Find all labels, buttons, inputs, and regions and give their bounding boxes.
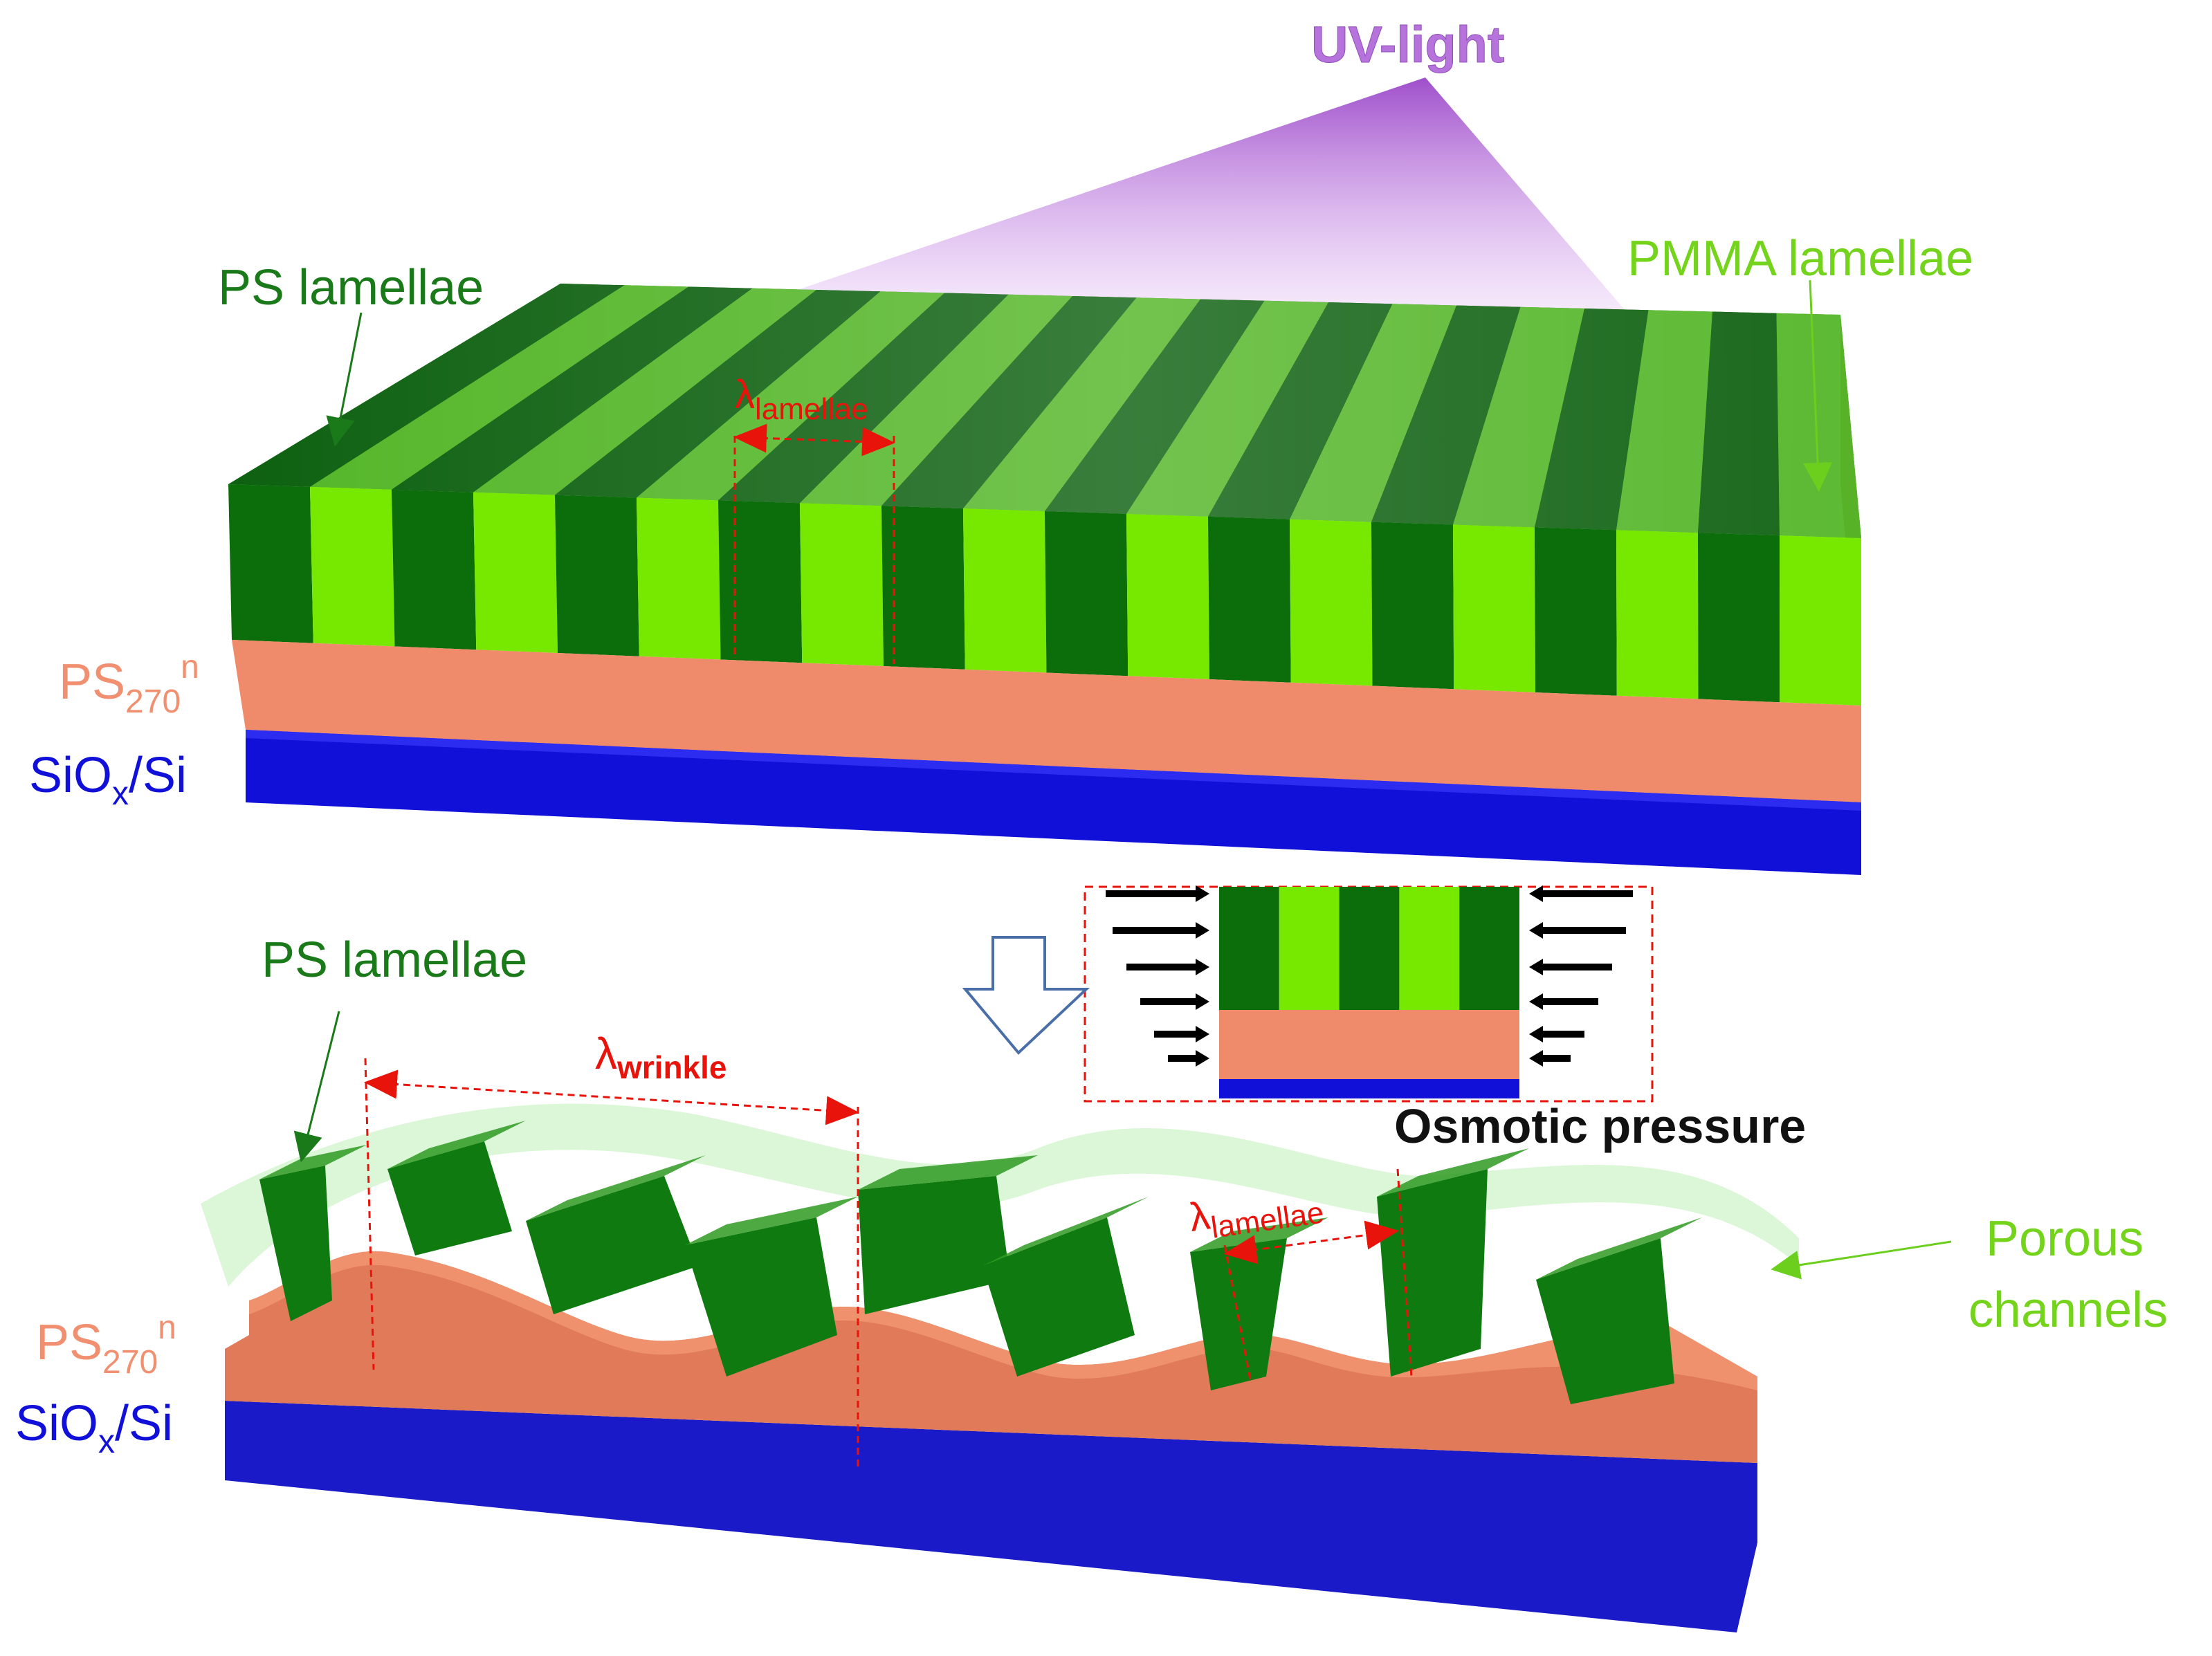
uv-light-beam: [796, 77, 1626, 311]
inset-lamellae: [1219, 887, 1519, 1010]
pressure-arrow-left: [1529, 885, 1633, 902]
sio-bottom-label: SiOx/Si: [15, 1396, 173, 1460]
sio-top-label: SiOx/Si: [29, 748, 187, 812]
porous-channels-label-line2: channels: [1968, 1282, 2168, 1338]
front-lamella: [800, 503, 884, 666]
pressure-arrow-left: [1529, 993, 1598, 1010]
front-lamella: [637, 498, 721, 660]
front-lamella: [963, 508, 1047, 672]
ps-lamellae-top-label: PS lamellae: [218, 260, 484, 315]
osmotic-pressure-label: Osmotic pressure: [1394, 1099, 1806, 1153]
pressure-arrow-right: [1126, 959, 1209, 975]
front-lamella: [1371, 522, 1454, 690]
pressure-arrow-right: [1113, 922, 1209, 939]
lambda-wrinkle-label: λwrinkle: [595, 1029, 727, 1085]
front-lamella: [473, 493, 558, 653]
front-lamella: [1290, 519, 1373, 686]
front-lamella: [1780, 535, 1861, 706]
front-lamella: [228, 484, 313, 643]
inset-lamella: [1459, 887, 1519, 1010]
front-lamella: [1208, 517, 1291, 683]
inset-lamella: [1279, 887, 1340, 1010]
inset-lamella: [1219, 887, 1279, 1010]
osmotic-pressure-inset: [1085, 885, 1652, 1101]
front-lamella: [1045, 511, 1128, 676]
pressure-arrow-right: [1140, 993, 1209, 1010]
ps270-top-label: PS270n: [59, 649, 199, 720]
pressure-arrow-left: [1529, 1026, 1584, 1042]
porous-channels-pointer: [1785, 1242, 1951, 1267]
ps-lamella-block: [1377, 1169, 1488, 1377]
pressure-arrow-right: [1154, 1026, 1209, 1042]
ps-lamella-block: [526, 1176, 699, 1314]
inset-lamella: [1340, 887, 1400, 1010]
pressure-arrow-left: [1529, 922, 1626, 939]
uv-light-label: UV-light: [1311, 16, 1505, 73]
ps-lamella-block: [858, 1176, 1010, 1314]
inset-ps270: [1219, 1010, 1519, 1079]
pressure-arrow-right: [1168, 1050, 1209, 1067]
inset-lamella: [1399, 887, 1459, 1010]
pmma-lamellae-label: PMMA lamellae: [1627, 231, 1973, 286]
front-lamella: [1535, 527, 1617, 695]
porous-channels-label-line1: Porous: [1986, 1211, 2144, 1267]
inset-sio: [1219, 1079, 1519, 1098]
pressure-arrow-right: [1106, 885, 1209, 902]
pressure-arrow-left: [1529, 1050, 1571, 1067]
front-lamella: [392, 490, 476, 650]
front-lamella: [1126, 514, 1209, 679]
front-lamella: [310, 487, 395, 647]
front-lamella: [555, 495, 639, 656]
pressure-arrow-left: [1529, 959, 1612, 975]
top-model: [228, 77, 1861, 875]
front-lamella: [1616, 530, 1699, 699]
ps-lamellae-bottom-pointer: [304, 1011, 339, 1148]
front-lamella: [1698, 533, 1780, 702]
front-lamella: [1453, 525, 1535, 693]
process-down-arrow: [965, 937, 1086, 1053]
ps-lamellae-bottom-label: PS lamellae: [262, 932, 527, 988]
ps270-bottom-label: PS270n: [36, 1309, 176, 1381]
front-lamella: [718, 500, 802, 663]
